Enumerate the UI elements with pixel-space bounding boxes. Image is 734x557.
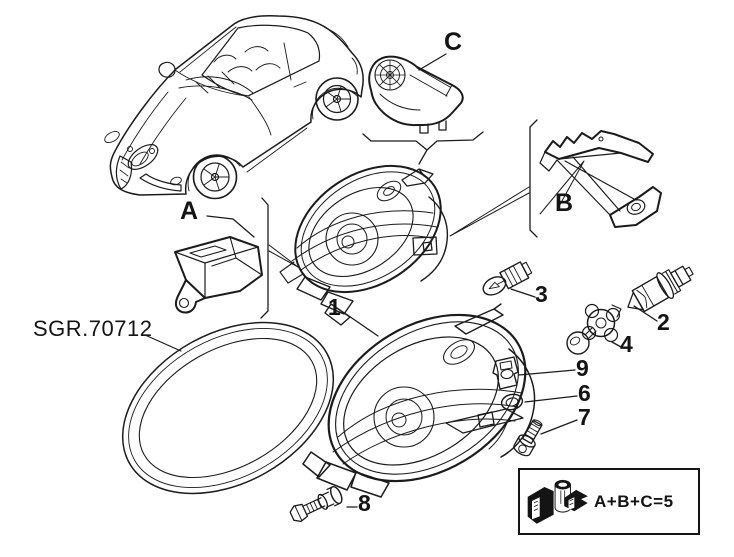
parts-kit-icon bbox=[527, 479, 588, 524]
callout-4: 4 bbox=[620, 331, 633, 357]
headlamp-front-view bbox=[302, 303, 536, 498]
leader-1 bbox=[345, 313, 379, 337]
bracket-line-b bbox=[529, 119, 538, 238]
part-3-wedge-bulb bbox=[482, 261, 533, 296]
brace-c bbox=[362, 131, 484, 165]
leader-6 bbox=[524, 395, 578, 403]
leader-b bbox=[539, 160, 585, 215]
car-illustration bbox=[104, 15, 364, 200]
leader-c bbox=[418, 53, 447, 71]
part-7-screw bbox=[513, 419, 543, 457]
callout-3: 3 bbox=[535, 281, 548, 307]
callout-B: B bbox=[555, 189, 574, 217]
leader-a bbox=[206, 215, 255, 238]
group-code-label: SGR.70712 bbox=[33, 316, 153, 341]
car-headlamp bbox=[104, 130, 159, 170]
part-9-clip bbox=[492, 356, 519, 390]
callout-A: A bbox=[180, 197, 199, 225]
callout-7: 7 bbox=[578, 404, 591, 430]
callout-C: C bbox=[444, 28, 463, 56]
part-c-bracket bbox=[368, 55, 464, 134]
headlamp-rear-view bbox=[279, 164, 449, 326]
pointer-b bbox=[449, 186, 530, 237]
leader-3 bbox=[510, 288, 536, 298]
kit-formula: A+B+C=5 bbox=[594, 491, 674, 511]
part-a-bracket bbox=[174, 236, 263, 314]
callout-6: 6 bbox=[578, 380, 591, 406]
leader-2 bbox=[633, 305, 658, 322]
connector-block bbox=[412, 236, 438, 256]
car-front-wheel bbox=[192, 154, 238, 200]
car-rear-wheel bbox=[315, 77, 359, 121]
pointer-a bbox=[268, 244, 299, 268]
callout-1: 1 bbox=[328, 294, 341, 320]
part-6-grommet bbox=[500, 393, 524, 411]
bracket-line-a bbox=[260, 197, 269, 319]
callout-2: 2 bbox=[657, 309, 670, 335]
gasket-seal-ring bbox=[121, 321, 335, 495]
part-4-bulb-holder bbox=[566, 303, 622, 355]
part-8-expanding-rivet bbox=[289, 486, 343, 523]
connector-arm bbox=[445, 408, 524, 434]
car-grille bbox=[115, 146, 182, 192]
leader-sgr bbox=[144, 334, 182, 352]
leader-9 bbox=[518, 369, 576, 376]
callout-9: 9 bbox=[576, 355, 589, 381]
callout-8: 8 bbox=[358, 490, 371, 516]
part-b-bracket bbox=[539, 130, 662, 228]
leader-7 bbox=[540, 419, 578, 435]
leader-4 bbox=[611, 341, 622, 348]
part-2-halogen-bulb bbox=[627, 265, 694, 313]
kit-legend-box: A+B+C=5 bbox=[518, 468, 700, 535]
